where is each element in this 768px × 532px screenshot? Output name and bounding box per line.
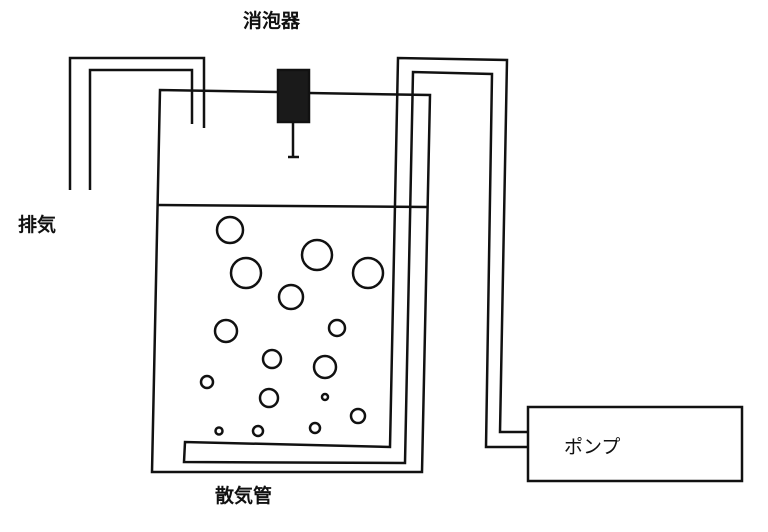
bubble [229, 256, 263, 290]
pump-label: ポンプ [564, 436, 621, 458]
bubble [251, 424, 265, 438]
air-supply-pipe [182, 56, 528, 465]
bubble [327, 318, 347, 338]
defoamer [276, 68, 311, 159]
bubble [308, 421, 322, 435]
tank [150, 88, 432, 474]
bubble [215, 215, 245, 245]
bubble [277, 283, 305, 311]
bubble [258, 387, 280, 409]
bubble [349, 407, 367, 425]
bubble [213, 318, 239, 344]
bubble [312, 354, 338, 380]
bubble [214, 426, 224, 436]
bubble [199, 374, 215, 390]
bubble [320, 392, 330, 402]
bubble [261, 348, 283, 370]
bubble [300, 238, 334, 272]
exhaust-pipe [68, 56, 206, 190]
liquid-surface [157, 203, 428, 209]
bubbles [199, 215, 385, 438]
sparger-label: 散気管 [215, 485, 273, 507]
exhaust-label: 排気 [18, 214, 57, 236]
defoamer-label: 消泡器 [243, 10, 301, 32]
pump-box [526, 405, 744, 483]
bubble [351, 256, 385, 290]
